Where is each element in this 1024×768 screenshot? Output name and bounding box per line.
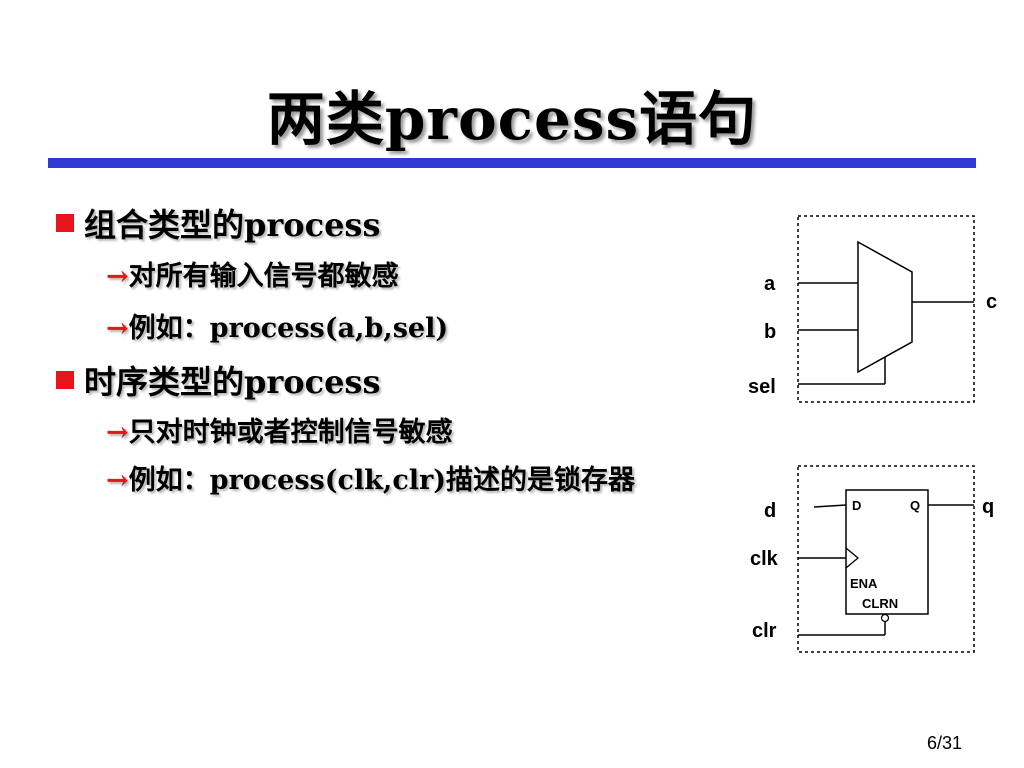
label-b: b: [764, 321, 776, 343]
port-ena: ENA: [850, 576, 878, 591]
sub-item-text: 例如：process(a,b,sel): [128, 313, 449, 344]
port-d: D: [852, 498, 861, 513]
slide-title: 两类process语句: [266, 85, 758, 153]
inversion-bubble-icon: [880, 613, 890, 623]
label-a: a: [764, 273, 776, 295]
bullet-text: 时序类型的process: [84, 363, 381, 401]
label-clk: clk: [750, 548, 779, 570]
title-divider: [48, 158, 976, 168]
arrow-right-icon: →: [106, 313, 129, 344]
label-q: q: [982, 496, 994, 518]
sub-item-sensitive-all: →对所有输入信号都敏感: [106, 254, 399, 293]
latch-block: [845, 489, 929, 615]
latch-boundary: [797, 465, 975, 653]
bullet-sequential: 时序类型的process: [56, 357, 380, 403]
page-number: 6/31: [926, 733, 962, 753]
bullet-combinational: 组合类型的process: [56, 200, 380, 246]
label-sel: sel: [748, 376, 776, 398]
latch-diagram: D Q ENA CLRN d clk clr q: [750, 465, 994, 653]
sub-item-sensitive-clock: →只对时钟或者控制信号敏感: [106, 410, 453, 449]
sub-item-example-latch: →例如：process(clk,clr)描述的是锁存器: [106, 462, 746, 500]
mux-shape: [857, 240, 913, 374]
clock-triangle-icon: [845, 547, 860, 569]
label-c: c: [986, 291, 997, 313]
sub-item-text: 对所有输入信号都敏感: [128, 261, 399, 292]
label-d: d: [764, 500, 776, 522]
arrow-right-icon: →: [106, 261, 129, 292]
port-clrn: CLRN: [862, 596, 898, 611]
sub-item-example-mux: →例如：process(a,b,sel): [106, 306, 448, 345]
arrow-right-icon: →: [106, 465, 129, 496]
wire-d: [813, 504, 847, 508]
sub-item-text: 只对时钟或者控制信号敏感: [128, 417, 453, 448]
mux-boundary: [797, 215, 975, 403]
bullet-square-icon: [56, 214, 74, 232]
bullet-square-icon: [56, 371, 74, 389]
bullet-text: 组合类型的process: [84, 206, 381, 244]
mux-diagram: a b sel c: [748, 215, 997, 403]
label-clr: clr: [752, 620, 777, 642]
port-q: Q: [910, 498, 920, 513]
sub-item-text: 例如：process(clk,clr)描述的是锁存器: [128, 465, 636, 496]
arrow-right-icon: →: [106, 417, 129, 448]
